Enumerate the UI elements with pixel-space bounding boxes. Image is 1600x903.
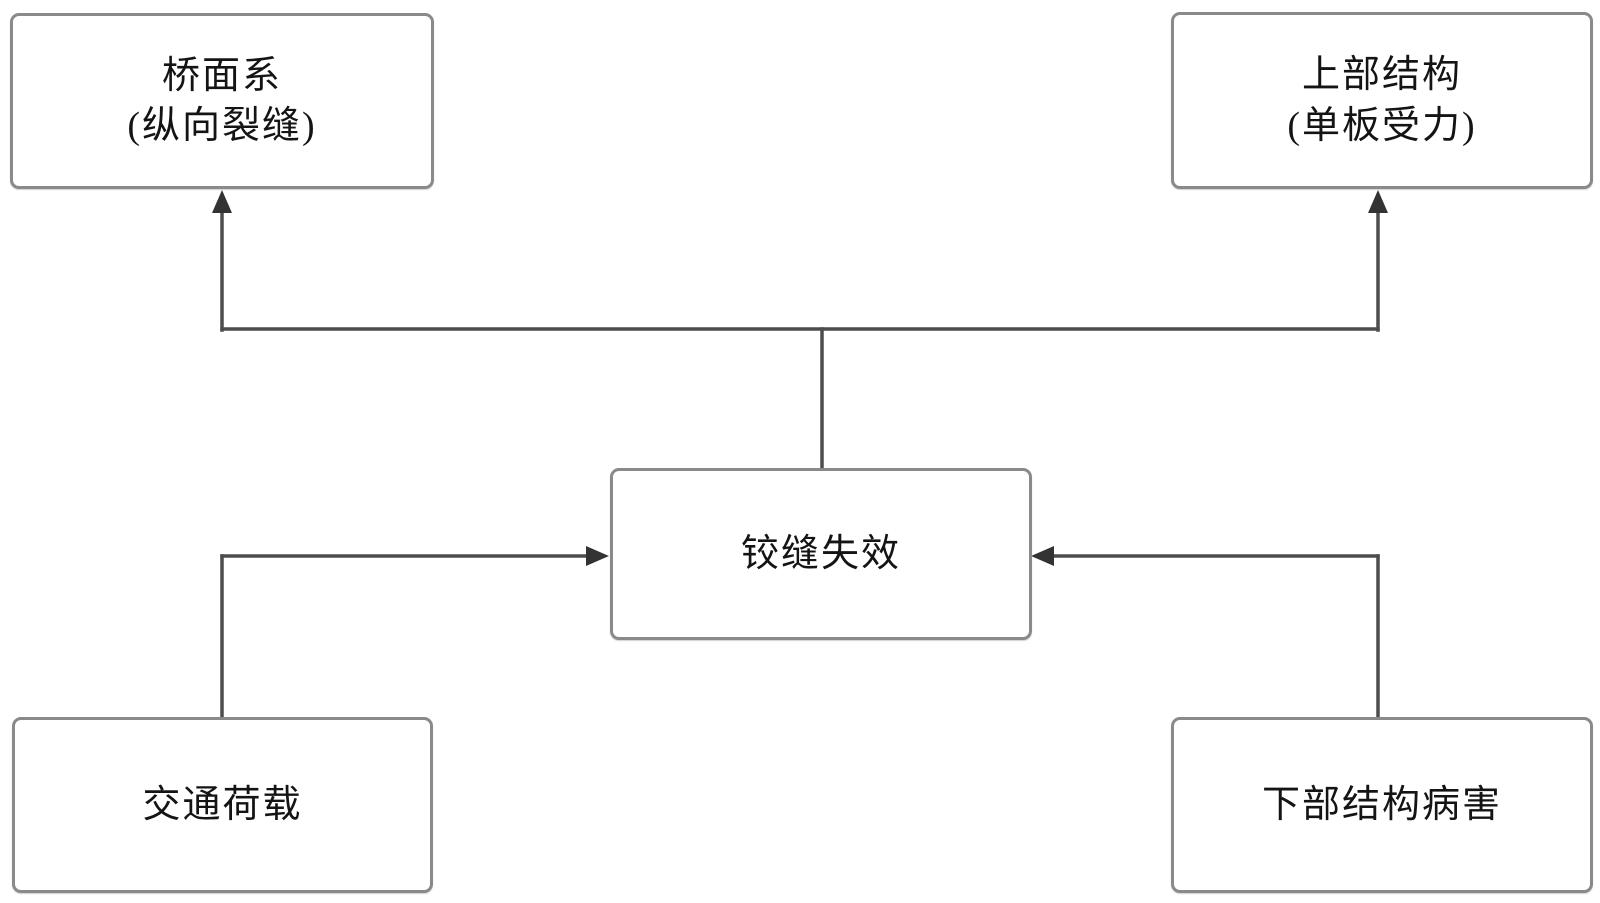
arrowhead-to-hinge-left-icon [586, 546, 609, 566]
arrowhead-to-hinge-right-icon [1031, 546, 1054, 566]
node-label-line: (纵向裂缝) [127, 105, 317, 147]
arrowhead-to-bridge-deck-icon [212, 190, 232, 213]
node-label-line: 桥面系 [161, 54, 282, 97]
node-label-line: 交通荷载 [142, 783, 303, 826]
node-superstructure: 上部结构 (单板受力) [1171, 12, 1593, 189]
node-label-line: 下部结构病害 [1261, 783, 1502, 826]
node-substructure: 下部结构病害 [1171, 717, 1593, 893]
arrowhead-to-superstructure-icon [1368, 190, 1388, 213]
node-bridge-deck-label: 桥面系 (纵向裂缝) [127, 51, 316, 151]
node-bridge-deck: 桥面系 (纵向裂缝) [10, 13, 434, 189]
node-traffic-load-label: 交通荷载 [142, 780, 302, 830]
node-label-line: (单板受力) [1287, 104, 1477, 147]
node-hinge-joint: 铰缝失效 [610, 468, 1032, 640]
node-substructure-label: 下部结构病害 [1262, 780, 1502, 830]
node-traffic-load: 交通荷载 [12, 717, 433, 893]
node-label-line: 铰缝失效 [740, 532, 901, 575]
node-superstructure-label: 上部结构 (单板受力) [1287, 50, 1476, 150]
node-hinge-joint-label: 铰缝失效 [741, 529, 901, 579]
node-label-line: 上部结构 [1301, 54, 1462, 97]
